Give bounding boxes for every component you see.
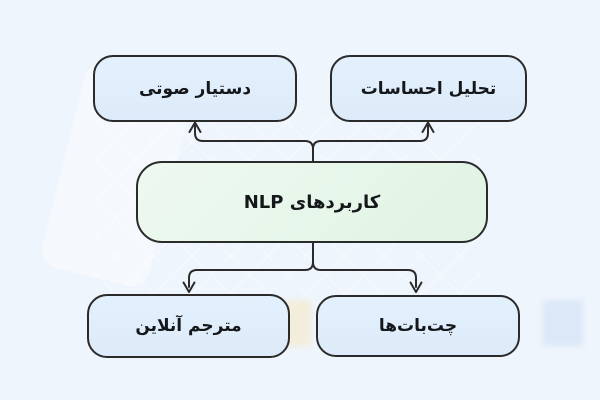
node-voice-assistant-label: دستیار صوتی: [138, 78, 252, 99]
edge-center-to-voice-assistant: [194, 124, 314, 162]
node-sentiment-analysis: تحلیل احساسات: [330, 55, 527, 122]
edge-center-to-sentiment-analysis: [312, 124, 429, 162]
arrowhead-up-icon: [188, 121, 202, 133]
arrowhead-down-icon: [182, 281, 196, 293]
arrowhead-up-icon: [421, 121, 435, 133]
node-online-translator-label: مترجم آنلاین: [135, 316, 242, 336]
node-online-translator: مترجم آنلاین: [87, 294, 290, 358]
node-chatbots: چت‌بات‌ها: [316, 295, 520, 357]
node-sentiment-analysis-label: تحلیل احساسات: [360, 78, 497, 99]
node-nlp-applications: کاربردهای NLP: [136, 161, 488, 243]
node-chatbots-label: چت‌بات‌ها: [378, 316, 458, 336]
watermark-logo-fragment: [543, 300, 583, 346]
edge-center-to-chatbots: [312, 242, 417, 288]
node-nlp-applications-label: کاربردهای NLP: [243, 191, 381, 213]
node-voice-assistant: دستیار صوتی: [93, 55, 297, 122]
edge-center-to-online-translator: [188, 242, 314, 288]
arrowhead-down-icon: [409, 281, 423, 293]
